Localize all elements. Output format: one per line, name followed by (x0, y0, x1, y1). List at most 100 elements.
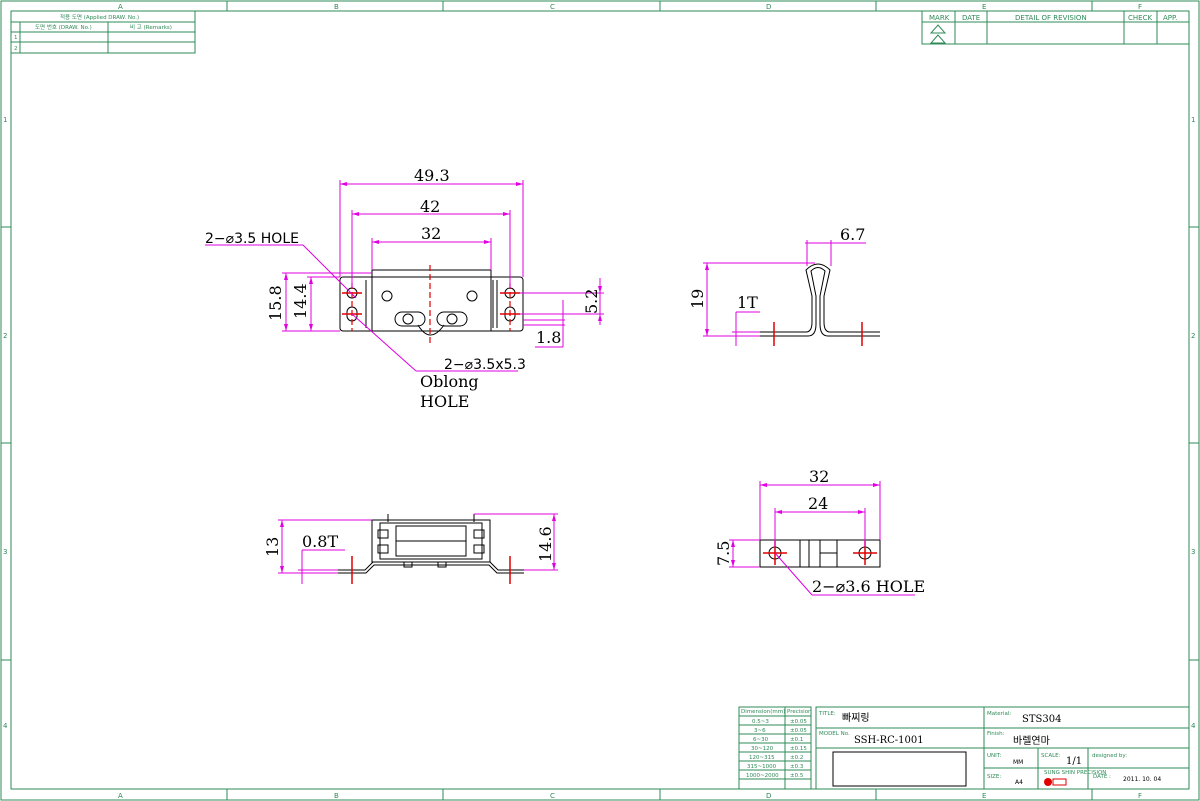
date-value: 2011. 10. 04 (1123, 776, 1161, 783)
dim-42: 42 (420, 197, 440, 216)
tol-header-2: Precision (787, 709, 812, 715)
svg-text:1000~2000: 1000~2000 (746, 773, 779, 779)
revision-date: DATE (962, 14, 980, 22)
dim-5-2: 5.2 (582, 289, 601, 314)
tol-header-1: Dimension(mm) (741, 709, 785, 715)
svg-text:315~1000: 315~1000 (747, 764, 777, 770)
svg-text:±0.2: ±0.2 (790, 755, 803, 761)
end-view: 32 24 7.5 2−⌀3.6 HOLE (714, 467, 925, 596)
scale-value: 1/1 (1066, 756, 1082, 767)
svg-text:±0.3: ±0.3 (790, 764, 804, 770)
inner-border (10, 10, 1190, 790)
logo-text: SUNG SHIN PRECISION (1044, 770, 1106, 776)
designed-label: designed by: (1092, 753, 1127, 759)
svg-text:±0.15: ±0.15 (790, 746, 807, 752)
svg-text:0.5~3: 0.5~3 (752, 719, 769, 725)
size-label: SIZE: (987, 774, 1001, 780)
col-label-e: E (982, 3, 986, 11)
row-label-4: 4 (3, 722, 8, 730)
dim-1-8: 1.8 (536, 328, 561, 347)
oblong-label-2: HOLE (420, 392, 469, 411)
logo-icon (1044, 778, 1052, 786)
dim-32-end: 32 (809, 467, 829, 486)
dim-32-top: 32 (421, 224, 441, 243)
oblong-callout: 2−⌀3.5x5.3 (444, 357, 526, 373)
model-label: MODEL No. (819, 731, 850, 737)
col-label-d-bottom: D (766, 792, 771, 800)
title-block: Dimension(mm) Precision 0.5~3 ±0.05 3~6 … (738, 706, 1190, 790)
col-label-d: D (766, 3, 771, 11)
scale-label: SCALE: (1041, 753, 1061, 759)
row-label-2-right: 2 (1191, 332, 1195, 340)
svg-text:6~30: 6~30 (753, 737, 769, 743)
dim-14-4: 14.4 (291, 283, 310, 319)
finish-value: 바렐연마 (1013, 734, 1050, 747)
revision-triangle-icon-2 (929, 34, 947, 44)
title-label: TITLE: (818, 711, 836, 717)
applied-table-col2: 비 고 (Remarks) (130, 23, 172, 31)
col-label-e-bottom: E (982, 792, 986, 800)
svg-text:±0.05: ±0.05 (790, 719, 807, 725)
applied-table-col1: 도면 번호 (DRAW. No.) (35, 23, 92, 31)
row-label-1: 1 (3, 116, 7, 124)
svg-text:120~315: 120~315 (749, 755, 775, 761)
top-view-plate (339, 276, 524, 332)
dim-49-3: 49.3 (414, 166, 450, 185)
row-label-3: 3 (3, 548, 7, 556)
dim-24: 24 (808, 494, 828, 513)
applied-table-header: 적용 도면 (Applied DRAW. No.) (60, 13, 139, 21)
row-label-3-right: 3 (1191, 548, 1195, 556)
svg-text:30~120: 30~120 (751, 746, 774, 752)
applied-table-row2: 2 (14, 46, 18, 52)
applied-drawing-table: 적용 도면 (Applied DRAW. No.) 도면 번호 (DRAW. N… (10, 10, 196, 54)
svg-text:±0.05: ±0.05 (790, 728, 807, 734)
col-label-c: C (550, 3, 555, 11)
dim-19: 19 (688, 289, 707, 309)
side-view: 6.7 19 1T (688, 225, 880, 346)
size-value: A4 (1015, 779, 1023, 786)
material-value: STS304 (1022, 714, 1061, 725)
svg-text:3~6: 3~6 (754, 728, 766, 734)
material-label: Material: (987, 711, 1011, 717)
dim-13: 13 (263, 537, 282, 557)
row-label-1-right: 1 (1191, 116, 1195, 124)
col-label-b: B (334, 3, 339, 11)
zone-labels: A B C D E F A B C D E F 1 2 3 4 1 2 3 4 (3, 3, 1196, 800)
col-label-a-bottom: A (118, 792, 123, 800)
revision-triangle-icon (929, 24, 947, 34)
revision-app: APP. (1163, 14, 1177, 22)
top-view: 49.3 42 32 15.8 14.4 5.2 (205, 166, 604, 411)
row-label-2: 2 (3, 332, 7, 340)
revision-mark: MARK (929, 14, 950, 22)
date-label: DATE : (1093, 774, 1111, 780)
front-view: 13 0.8T 14.6 (263, 513, 558, 584)
col-label-b-bottom: B (334, 792, 339, 800)
revision-detail: DETAIL OF REVISION (1015, 14, 1087, 22)
unit-label: UNIT: (987, 753, 1002, 759)
col-label-f-bottom: F (1138, 792, 1142, 800)
dim-1t: 1T (737, 293, 758, 312)
dim-7-5: 7.5 (714, 541, 733, 566)
top-view-body (371, 269, 492, 332)
finish-label: Finish: (987, 731, 1005, 737)
row-label-4-right: 4 (1191, 722, 1196, 730)
title-value: 빠찌링 (842, 712, 870, 724)
hole-callout-end: 2−⌀3.6 HOLE (812, 577, 925, 596)
hole-callout-top: 2−⌀3.5 HOLE (205, 231, 299, 247)
revision-table: MARK DATE DETAIL OF REVISION CHECK APP. (921, 10, 1190, 45)
revision-check: CHECK (1128, 14, 1152, 22)
col-label-c-bottom: C (550, 792, 555, 800)
oblong-label-1: Oblong (420, 372, 479, 391)
dim-15-8: 15.8 (266, 285, 285, 321)
model-value: SSH-RC-1001 (854, 735, 924, 746)
dim-6-7: 6.7 (840, 225, 865, 244)
dim-0-8t: 0.8T (302, 532, 338, 551)
svg-text:±0.5: ±0.5 (790, 773, 804, 779)
unit-value: MM (1013, 759, 1023, 766)
svg-text:±0.1: ±0.1 (790, 737, 803, 743)
dim-14-6: 14.6 (536, 526, 555, 562)
col-label-a: A (118, 3, 123, 11)
